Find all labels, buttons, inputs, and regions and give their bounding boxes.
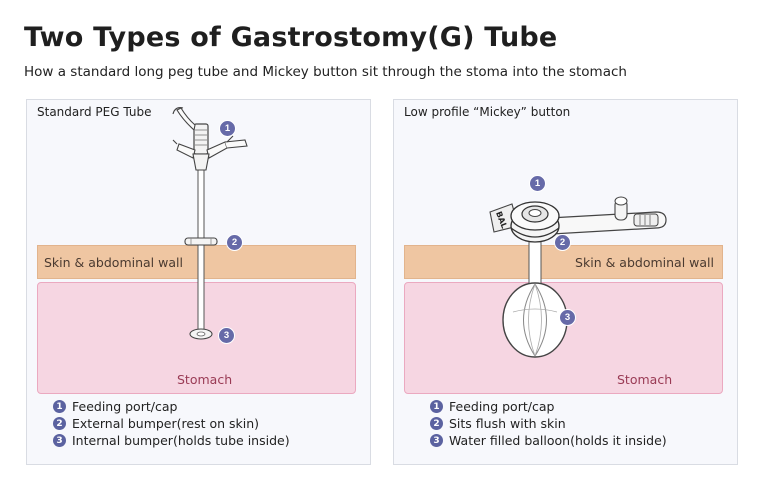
peg-tube-panel: Standard PEG Tube Skin & abdominal wall … bbox=[26, 99, 371, 465]
page-title: Two Types of Gastrostomy(G) Tube bbox=[24, 22, 558, 53]
panel-label: Low profile “Mickey” button bbox=[404, 105, 571, 119]
legend-number: 1 bbox=[430, 400, 443, 413]
peg-tube-illustration bbox=[172, 107, 248, 340]
mickey-button-illustration: BAL bbox=[489, 196, 667, 358]
skin-label: Skin & abdominal wall bbox=[575, 255, 714, 270]
legend-number: 2 bbox=[430, 417, 443, 430]
page-subtitle: How a standard long peg tube and Mickey … bbox=[24, 64, 627, 80]
legend-text: Feeding port/cap bbox=[449, 399, 555, 414]
callout-3: 3 bbox=[559, 309, 576, 326]
legend-item: 2 Sits flush with skin bbox=[430, 415, 667, 432]
stomach-label: Stomach bbox=[177, 372, 233, 387]
legend-text: Feeding port/cap bbox=[72, 399, 178, 414]
panel-label: Standard PEG Tube bbox=[37, 105, 152, 119]
callout-1: 1 bbox=[529, 175, 546, 192]
legend-item: 3 Water filled balloon(holds it inside) bbox=[430, 432, 667, 449]
legend-number: 1 bbox=[53, 400, 66, 413]
legend-item: 1 Feeding port/cap bbox=[53, 398, 290, 415]
callout-3: 3 bbox=[218, 327, 235, 344]
skin-layer: Skin & abdominal wall bbox=[404, 245, 723, 279]
legend-text: External bumper(rest on skin) bbox=[72, 416, 260, 431]
legend: 1 Feeding port/cap 2 External bumper(res… bbox=[53, 398, 290, 449]
mickey-button-panel: Low profile “Mickey” button Skin & abdom… bbox=[393, 99, 738, 465]
legend-item: 2 External bumper(rest on skin) bbox=[53, 415, 290, 432]
legend-number: 3 bbox=[430, 434, 443, 447]
legend-text: Internal bumper(holds tube inside) bbox=[72, 433, 290, 448]
legend-text: Water filled balloon(holds it inside) bbox=[449, 433, 667, 448]
callout-1: 1 bbox=[219, 120, 236, 137]
legend-number: 3 bbox=[53, 434, 66, 447]
skin-label: Skin & abdominal wall bbox=[44, 255, 183, 270]
legend: 1 Feeding port/cap 2 Sits flush with ski… bbox=[430, 398, 667, 449]
stomach-area: Stomach bbox=[404, 282, 723, 394]
callout-2: 2 bbox=[226, 234, 243, 251]
skin-layer: Skin & abdominal wall bbox=[37, 245, 356, 279]
stomach-label: Stomach bbox=[617, 372, 673, 387]
legend-item: 3 Internal bumper(holds tube inside) bbox=[53, 432, 290, 449]
legend-text: Sits flush with skin bbox=[449, 416, 566, 431]
legend-item: 1 Feeding port/cap bbox=[430, 398, 667, 415]
legend-number: 2 bbox=[53, 417, 66, 430]
callout-2: 2 bbox=[554, 234, 571, 251]
